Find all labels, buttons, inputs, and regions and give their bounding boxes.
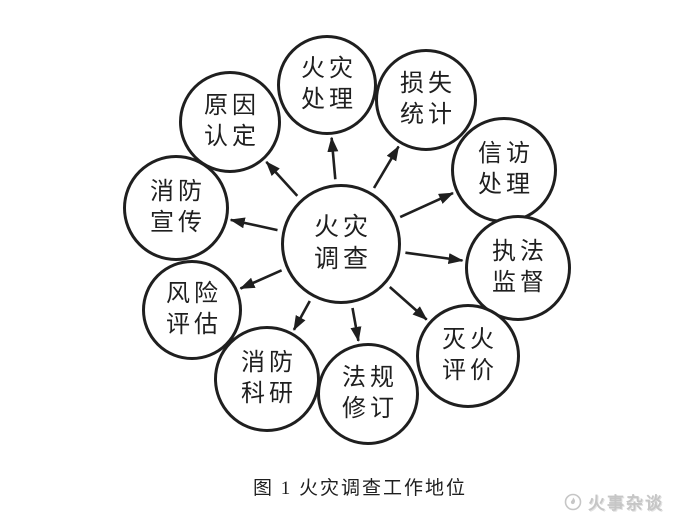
diagram-node-fire-publicity: 消防 宣传 xyxy=(123,155,229,261)
arrow-to-risk-assessment xyxy=(239,269,283,290)
node-label-line: 火灾 xyxy=(301,55,357,82)
watermark-logo-icon xyxy=(564,493,582,510)
diagram-node-petition-handling: 信访 处理 xyxy=(451,117,557,223)
node-label-line: 宣传 xyxy=(150,210,206,236)
node-label-line: 认定 xyxy=(204,124,260,150)
diagram-node-fire-disposal: 火灾 处理 xyxy=(277,35,377,135)
arrow-to-fire-research xyxy=(292,300,311,331)
node-label-line: 执法 xyxy=(492,238,548,265)
node-label-line: 处理 xyxy=(478,172,534,198)
node-label-line: 信访 xyxy=(478,140,534,167)
node-label-line: 科研 xyxy=(241,381,297,407)
arrow-to-loss-statistics xyxy=(372,145,400,189)
watermark-text: 火事杂谈 xyxy=(588,494,664,513)
diagram-node-regulation-revision: 法规 修订 xyxy=(317,343,419,445)
arrow-to-petition-handling xyxy=(399,191,454,219)
diagram-node-cause-determination: 原因 认定 xyxy=(179,71,281,173)
diagram-node-risk-assessment: 风险 评估 xyxy=(142,260,242,360)
node-label-line: 火灾 xyxy=(313,213,372,241)
figure-caption: 图 1 火灾调查工作地位 xyxy=(252,478,468,499)
node-label-line: 评估 xyxy=(166,312,222,338)
diagram-node-loss-statistics: 损失 统计 xyxy=(375,49,477,151)
node-label-line: 消防 xyxy=(150,178,206,205)
node-label-line: 损失 xyxy=(400,70,456,97)
node-label-line: 风险 xyxy=(166,280,222,307)
node-label-line: 法规 xyxy=(342,364,398,391)
arrow-to-enforcement-supervision xyxy=(405,251,464,265)
arrow-to-fire-disposal xyxy=(327,136,339,180)
diagram-node-fire-investigation: 火灾 调查 xyxy=(281,184,401,304)
arrow-to-fire-publicity xyxy=(229,217,278,232)
arrow-to-extinguishing-evaluation xyxy=(388,286,428,321)
node-label-line: 消防 xyxy=(241,349,297,376)
arrow-to-cause-determination xyxy=(265,161,299,197)
node-label-line: 灭火 xyxy=(442,326,498,353)
node-label-line: 评价 xyxy=(442,358,498,384)
watermark: 火事杂谈 xyxy=(564,489,664,514)
node-label-line: 调查 xyxy=(313,246,372,273)
diagram-node-fire-research: 消防 科研 xyxy=(214,326,320,432)
node-label-line: 原因 xyxy=(204,92,260,119)
node-label-line: 处理 xyxy=(301,87,357,113)
arrow-to-regulation-revision xyxy=(350,307,362,342)
node-label-line: 修订 xyxy=(342,396,398,422)
node-label-line: 监督 xyxy=(492,270,548,296)
diagram-node-extinguishing-evaluation: 灭火 评价 xyxy=(416,304,520,408)
node-label-line: 统计 xyxy=(400,102,456,128)
diagram-node-enforcement-supervision: 执法 监督 xyxy=(465,215,571,321)
